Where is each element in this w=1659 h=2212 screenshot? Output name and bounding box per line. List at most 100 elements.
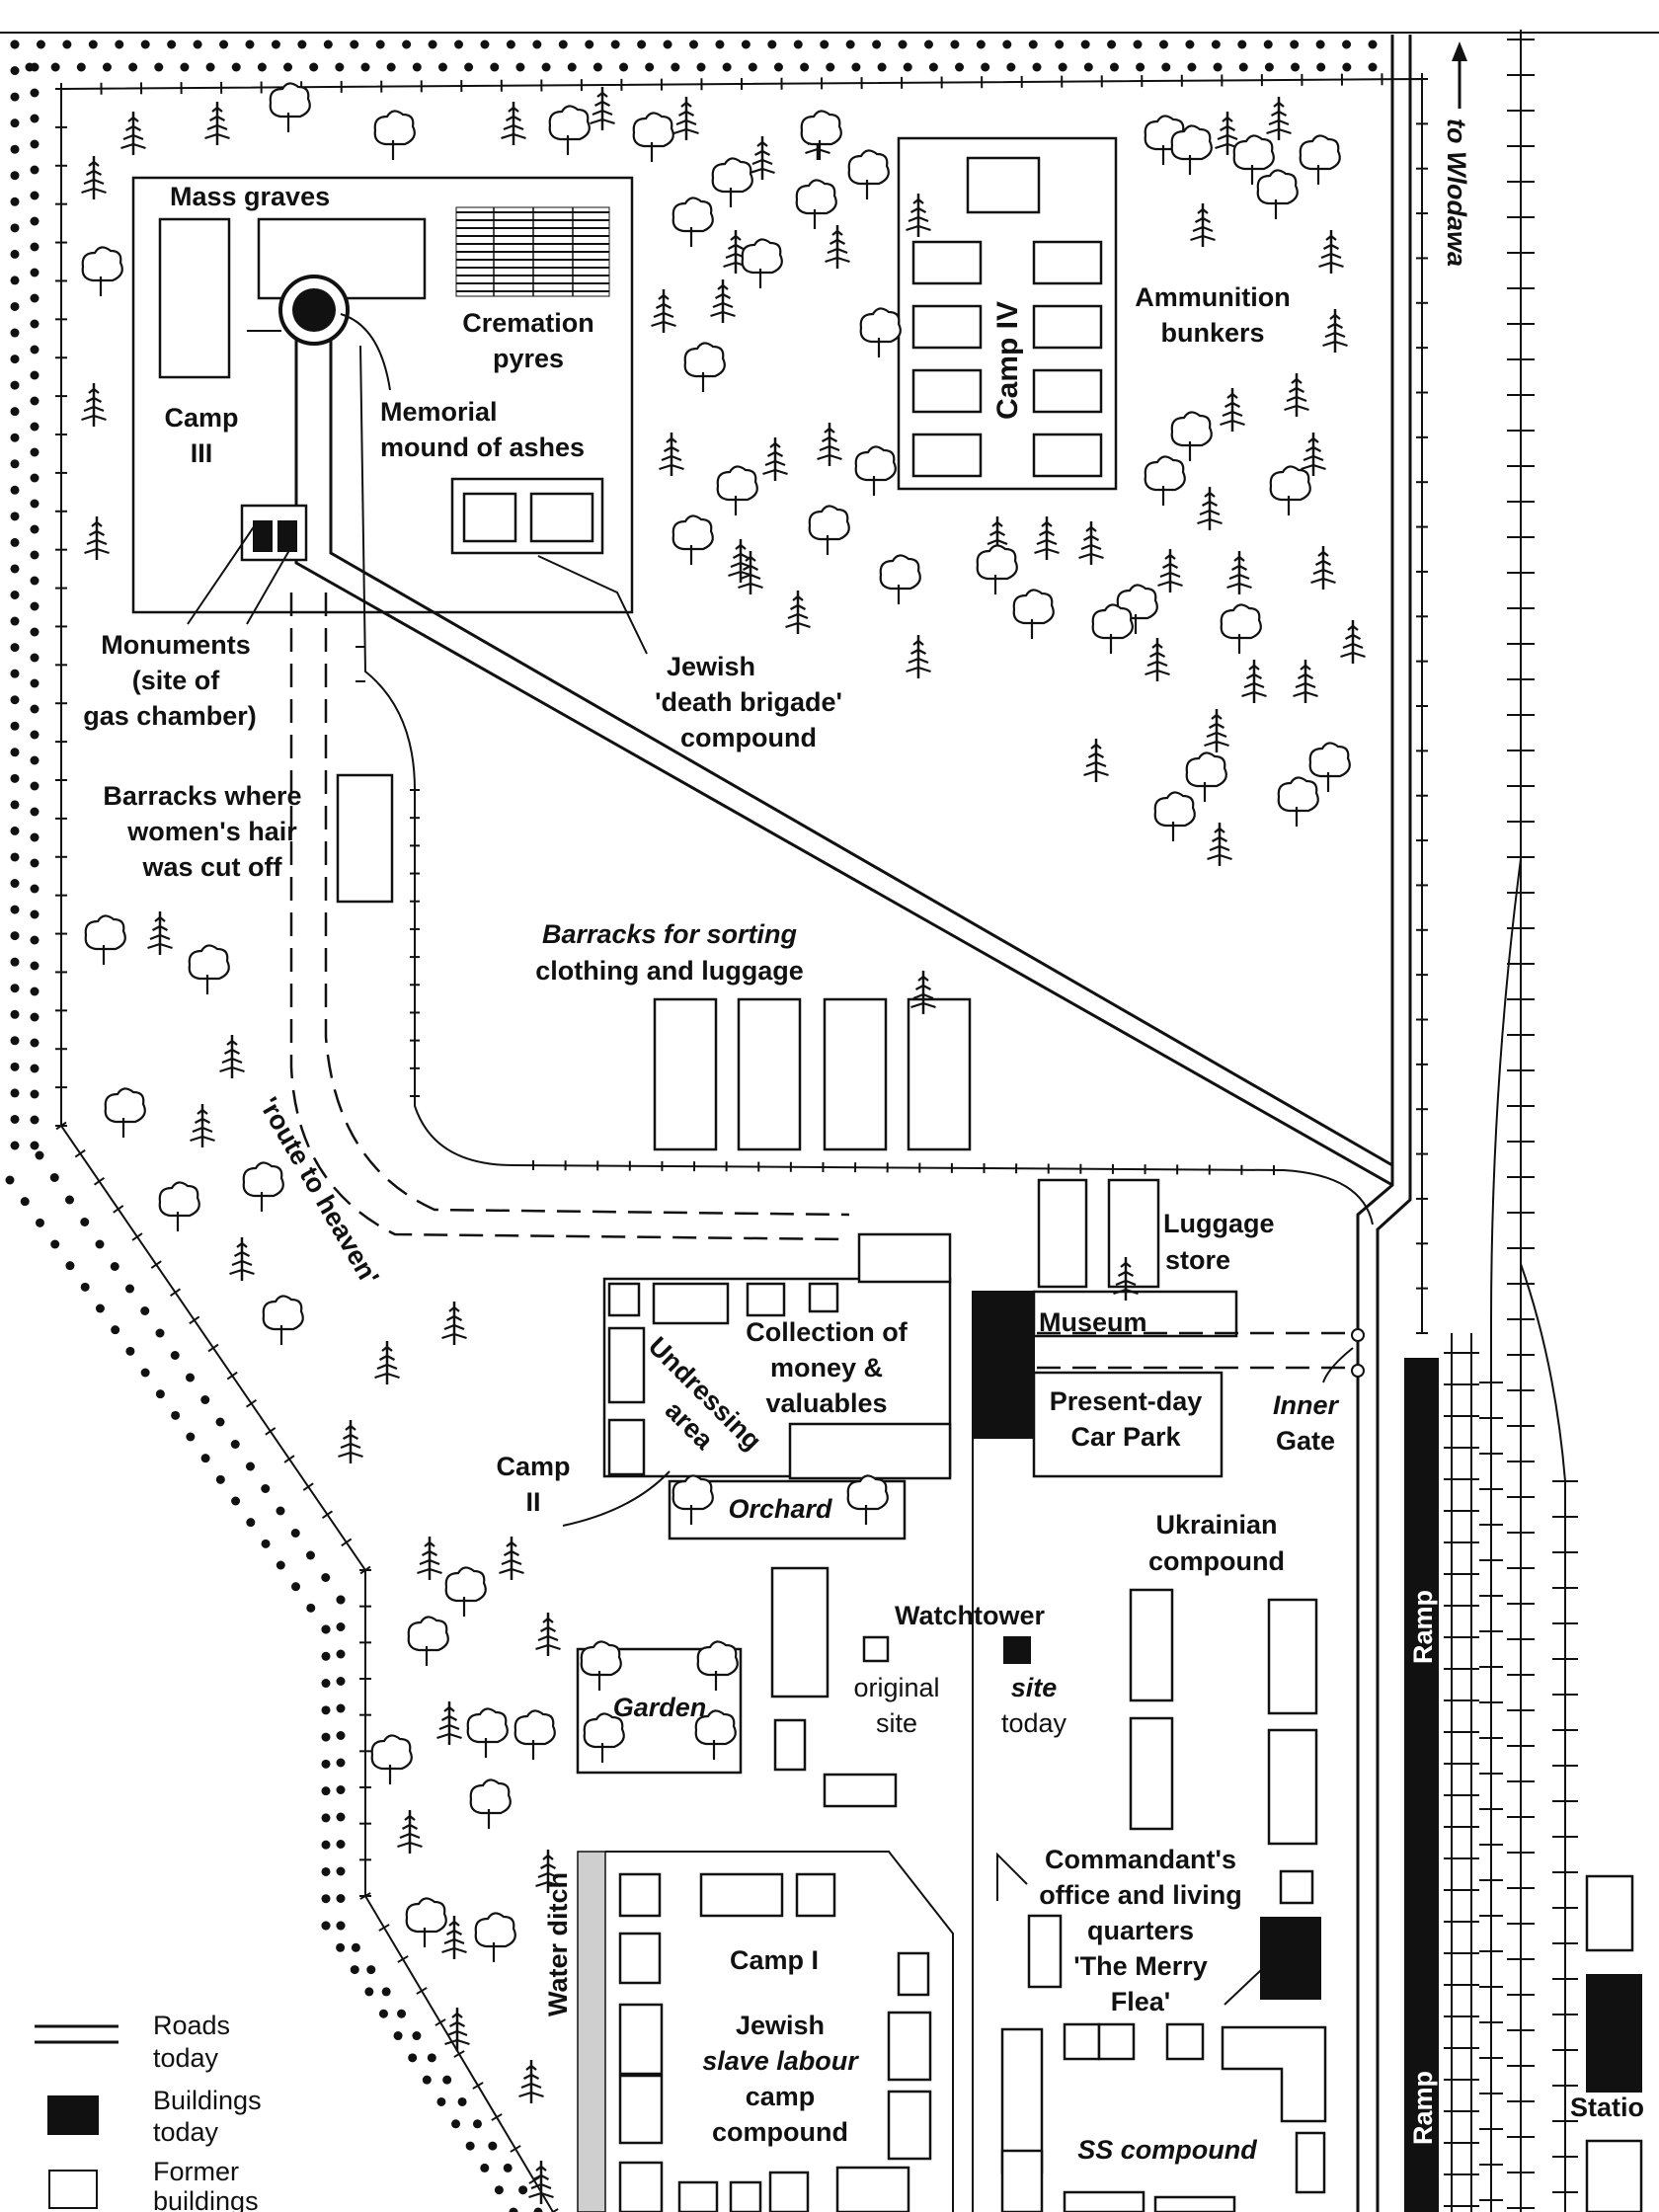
deciduous-tree-icon xyxy=(854,445,897,496)
conifer-tree-icon xyxy=(518,2060,544,2103)
deciduous-tree-icon xyxy=(1170,411,1213,461)
conifer-tree-icon xyxy=(659,433,684,476)
conifer-tree-icon xyxy=(204,102,230,145)
commandant-label-5: Flea' xyxy=(1111,1987,1170,2016)
deciduous-tree-icon xyxy=(1232,134,1275,185)
conifer-tree-icon xyxy=(910,971,936,1014)
deciduous-tree-icon xyxy=(466,1707,509,1758)
conifer-tree-icon xyxy=(728,539,753,583)
merry-flea-building xyxy=(1260,1917,1321,2000)
conifer-tree-icon xyxy=(219,1035,245,1078)
commandant-label-2: office and living xyxy=(1039,1880,1242,1910)
sorting-barracks-label-2: clothing and luggage xyxy=(535,956,804,986)
conifer-tree-icon xyxy=(1318,230,1344,274)
legend-roads-1: Roads xyxy=(153,2011,230,2040)
to-wlodawa-arrow: to Wlodawa xyxy=(1442,41,1471,267)
deciduous-tree-icon xyxy=(548,105,591,155)
museum-label: Museum xyxy=(1039,1307,1147,1337)
monuments-label-3: gas chamber) xyxy=(83,701,257,731)
to-wlodawa-label: to Wlodawa xyxy=(1442,118,1471,267)
memorial-label-2: mound of ashes xyxy=(380,433,585,462)
conifer-tree-icon xyxy=(229,1237,255,1281)
deciduous-tree-icon xyxy=(1256,169,1299,219)
inner-gate-label-1: Inner xyxy=(1273,1390,1340,1420)
water-ditch-label: Water ditch xyxy=(543,1872,573,2016)
conifer-tree-icon xyxy=(1197,487,1223,530)
deciduous-tree-icon xyxy=(407,1616,449,1666)
camp-i-label: Camp I xyxy=(730,1945,819,1975)
railway-ties xyxy=(1444,39,1578,2209)
conifer-tree-icon xyxy=(120,112,146,155)
deciduous-tree-icon xyxy=(672,197,714,247)
garden-label: Garden xyxy=(613,1693,707,1722)
conifer-tree-icon xyxy=(1322,309,1348,353)
mass-graves-label: Mass graves xyxy=(170,182,330,211)
luggage-store-label-1: Luggage xyxy=(1163,1209,1275,1238)
museum-building xyxy=(972,1291,1035,1439)
deciduous-tree-icon xyxy=(444,1566,487,1617)
conifer-tree-icon xyxy=(436,1701,462,1745)
conifer-tree-icon xyxy=(1284,373,1309,417)
deciduous-tree-icon xyxy=(1170,124,1213,175)
ukrainian-label-2: compound xyxy=(1148,1546,1285,1576)
conifer-tree-icon xyxy=(84,516,110,560)
conifer-tree-icon xyxy=(81,156,107,199)
conifer-tree-icon xyxy=(1266,97,1292,140)
conifer-tree-icon xyxy=(397,1810,423,1854)
camp-iii-label-2: III xyxy=(191,438,213,468)
conifer-tree-icon xyxy=(1293,660,1318,703)
deciduous-tree-icon xyxy=(370,1734,413,1784)
death-brigade-label-2: 'death brigade' xyxy=(655,687,842,717)
deciduous-tree-icon xyxy=(741,238,783,288)
legend-buildings-1: Buildings xyxy=(153,2086,262,2115)
conifer-tree-icon xyxy=(501,102,526,145)
deciduous-tree-icon xyxy=(800,110,842,160)
mass-grave-1 xyxy=(158,217,231,379)
conifer-tree-icon xyxy=(1157,549,1183,592)
car-park xyxy=(1032,1371,1224,1478)
legend-outline-swatch xyxy=(48,2170,98,2209)
conifer-tree-icon xyxy=(590,87,615,130)
hair-barracks-label-1: Barracks where xyxy=(103,781,301,811)
deciduous-tree-icon xyxy=(879,554,921,604)
outer-dotted-perimeter xyxy=(5,40,1378,2212)
inner-gate-post-1 xyxy=(1351,1328,1365,1342)
deciduous-tree-icon xyxy=(81,246,123,296)
deciduous-tree-icon xyxy=(1277,776,1319,827)
camp-iii-enclosure xyxy=(131,176,634,614)
conifer-tree-icon xyxy=(651,289,676,333)
conifer-tree-icon xyxy=(1220,388,1245,432)
deciduous-tree-icon xyxy=(711,157,753,207)
legend-roads-2: today xyxy=(153,2043,219,2073)
deciduous-tree-icon xyxy=(474,1912,516,1962)
hair-barracks-label-3: was cut off xyxy=(141,852,282,882)
conifer-tree-icon xyxy=(499,1537,524,1580)
conifer-tree-icon xyxy=(535,1613,561,1656)
hair-barracks-label-2: women's hair xyxy=(126,817,297,846)
deciduous-tree-icon xyxy=(158,1181,200,1231)
deciduous-tree-icon xyxy=(583,1712,625,1763)
conifer-tree-icon xyxy=(1204,709,1229,752)
conifer-tree-icon xyxy=(444,2008,470,2051)
deciduous-tree-icon xyxy=(716,465,758,515)
deciduous-tree-icon xyxy=(1308,742,1351,792)
deciduous-tree-icon xyxy=(469,1778,512,1829)
conifer-tree-icon xyxy=(1083,739,1109,782)
deciduous-tree-icon xyxy=(632,112,674,162)
conifer-tree-icon xyxy=(535,1850,561,1893)
deciduous-tree-icon xyxy=(795,179,837,229)
sorting-barracks xyxy=(653,997,972,1151)
conifer-tree-icon xyxy=(1340,620,1366,664)
conifer-tree-icon xyxy=(1226,551,1252,594)
conifer-tree-icon xyxy=(673,97,699,140)
deciduous-tree-icon xyxy=(405,1897,447,1947)
luggage-store-2 xyxy=(1107,1178,1160,1289)
camp-i-buildings xyxy=(618,1872,932,2212)
monument-2 xyxy=(277,520,297,552)
slave-labour-label-1: Jewish xyxy=(736,2011,825,2040)
conifer-tree-icon xyxy=(81,383,107,427)
luggage-store-label-2: store xyxy=(1165,1245,1230,1275)
watchtower-original-site xyxy=(862,1635,890,1663)
conifer-tree-icon xyxy=(1078,521,1104,565)
